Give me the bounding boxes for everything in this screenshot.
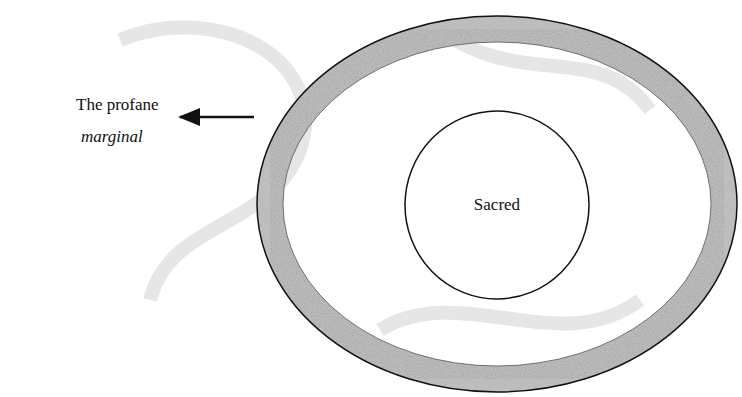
circle-outline-path — [405, 111, 589, 299]
region-note: marginal — [81, 127, 143, 147]
watermark-swirl — [120, 27, 650, 330]
sacred-circle: Sacred — [404, 110, 590, 300]
shaded-band — [270, 29, 724, 379]
pointer-arrow — [180, 116, 254, 119]
band-texture — [270, 29, 724, 379]
outer-outline — [257, 16, 737, 392]
node-text: Sacred — [474, 195, 520, 215]
region-label: The profane — [76, 95, 159, 115]
band-inner-outline — [283, 42, 711, 366]
